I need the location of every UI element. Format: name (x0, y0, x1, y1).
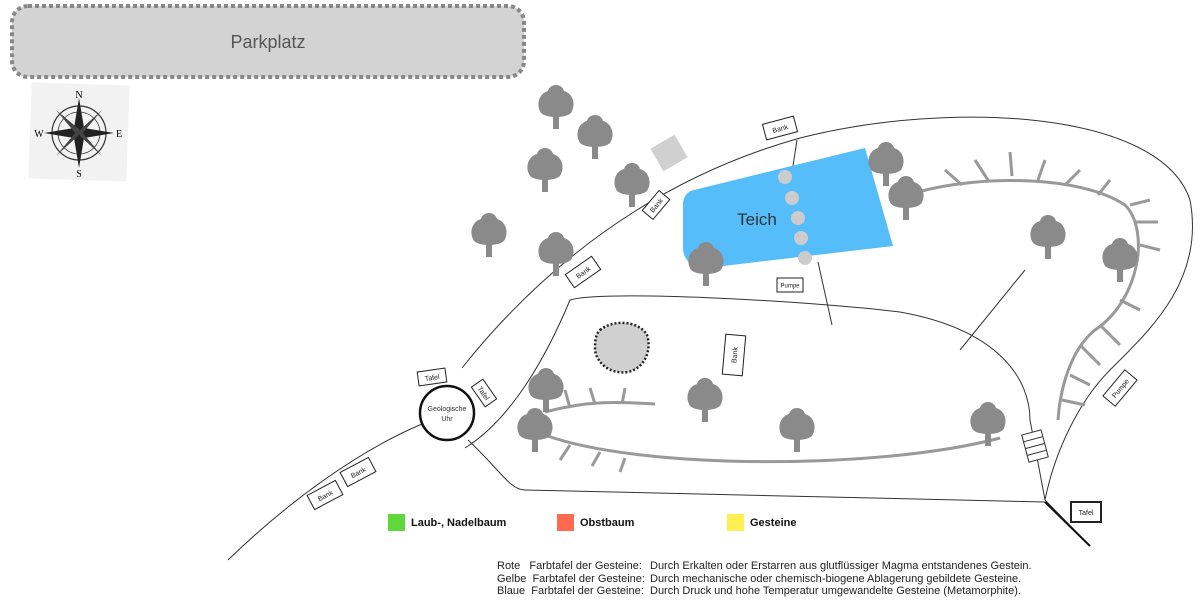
description-row: Blaue Farbtafel der Gesteine:Durch Druck… (497, 585, 1021, 597)
footpaths (227, 116, 1193, 561)
bench-sign: Bank (564, 255, 602, 289)
legend-item-fruit-tree: Obstbaum (557, 514, 634, 531)
compass-w: W (34, 129, 44, 140)
info-board-sign: Tafel (416, 367, 448, 387)
rock-color-descriptions: Rote Farbtafel der Gesteine:Durch Erkalt… (497, 560, 1032, 598)
parking-label: Parkplatz (230, 32, 305, 52)
pump-sign: Pumpe (776, 277, 804, 293)
bench-sign: Bank (641, 189, 671, 221)
green-swatch (388, 514, 405, 531)
legend-label: Gesteine (750, 516, 797, 529)
legend-label: Laub-, Nadelbaum (411, 516, 507, 529)
tafel-post (1044, 501, 1091, 547)
legend-label: Obstbaum (580, 516, 635, 529)
tree-icon (687, 378, 723, 422)
tree-icon (517, 408, 553, 452)
bench-sign: Bank (306, 479, 344, 511)
yellow-swatch (727, 514, 744, 531)
svg-text:Pumpe: Pumpe (780, 284, 800, 290)
svg-text:Bank: Bank (731, 346, 739, 363)
bridge (1021, 429, 1049, 463)
info-board-sign: Tafel (1070, 501, 1102, 523)
pond-label: Teich (737, 210, 777, 229)
legend-item-deciduous: Laub-, Nadelbaum (388, 514, 506, 531)
description-row: Gelbe Farbtafel der Gesteine:Durch mecha… (497, 572, 1022, 585)
tree-icon (888, 176, 924, 220)
clock-label-2: Uhr (441, 416, 453, 423)
bench-sign: Bank (761, 115, 799, 141)
pond: Teich (683, 148, 893, 268)
tree-icon (614, 163, 650, 207)
parking-lot: Parkplatz (10, 4, 526, 79)
info-board-sign: Tafel (470, 378, 498, 408)
red-swatch (557, 514, 574, 531)
rock-area (593, 321, 650, 374)
clock-label-1: Geologische (428, 406, 467, 413)
tree-icon (779, 408, 815, 452)
svg-text:Tafel: Tafel (424, 374, 440, 383)
description-row: Rote Farbtafel der Gesteine:Durch Erkalt… (497, 560, 1032, 572)
compass-s: S (76, 169, 82, 180)
legend-item-rocks: Gesteine (727, 514, 796, 531)
trees (471, 85, 1138, 452)
tree-icon (538, 85, 574, 129)
svg-text:Tafel: Tafel (1079, 510, 1094, 517)
signs: Bank Bank Bank Bank Bank Bank Pumpe Pump… (306, 115, 1138, 523)
tree-icon (538, 232, 574, 276)
tree-icon (1030, 215, 1066, 259)
bench-sign: Bank (721, 333, 747, 377)
compass-e: E (116, 129, 122, 140)
gray-square-rock (650, 134, 688, 172)
geological-clock: Geologische Uhr (418, 384, 476, 442)
bench-sign: Bank (339, 456, 377, 488)
compass-n: N (75, 90, 82, 101)
tree-icon (471, 213, 507, 257)
tree-icon (577, 115, 613, 159)
tree-icon (528, 368, 564, 412)
tree-icon (527, 148, 563, 192)
pump-sign: Pumpe (1102, 369, 1138, 407)
hedges (544, 151, 1161, 473)
svg-text:Bank: Bank (772, 124, 790, 135)
compass-rose-icon: N S E W (28, 82, 130, 182)
